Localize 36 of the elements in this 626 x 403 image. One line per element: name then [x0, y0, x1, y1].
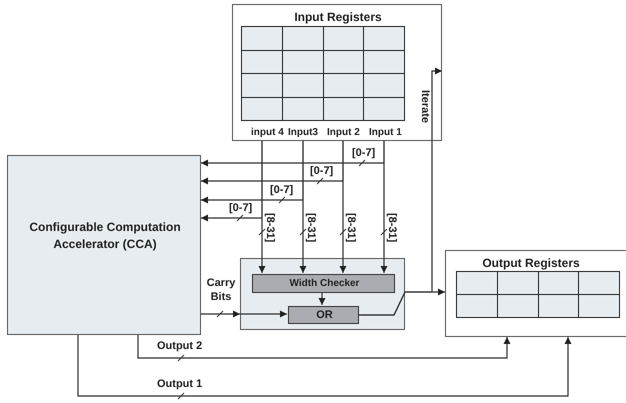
connector-arrow	[77, 335, 572, 397]
connector-arrow	[201, 310, 287, 318]
register-block	[232, 4, 442, 141]
accelerator-box	[7, 155, 201, 335]
edge-label: [0-7]	[310, 165, 334, 177]
connector-arrow	[299, 141, 307, 273]
edge-label: [0-7]	[352, 147, 376, 159]
edge-label: [8-31]	[386, 213, 398, 242]
block-title: Configurable Computation Accelerator (CCA)	[28, 219, 182, 253]
block-title: Input Registers	[293, 10, 383, 24]
process-box	[252, 274, 395, 293]
port-label: Input3	[288, 127, 318, 138]
port-label: Input 1	[369, 127, 402, 138]
edge-label: Output 2	[157, 340, 202, 352]
connector-arrow	[318, 292, 326, 305]
gate-box	[288, 306, 359, 324]
register-block	[445, 250, 626, 337]
edge-label: [8-31]	[264, 213, 276, 242]
edge-label: [0-7]	[229, 202, 252, 214]
connector-arrow	[358, 67, 442, 316]
checker-container	[240, 258, 405, 330]
block-label: Width Checker	[288, 278, 360, 289]
connector-arrow	[380, 141, 388, 273]
edge-label: [8-31]	[305, 213, 317, 242]
edge-label: Output 1	[157, 378, 202, 390]
connector-arrow	[339, 141, 347, 273]
edge-label: [0-7]	[270, 184, 294, 196]
edge-label: Iterate	[419, 90, 431, 124]
connector-arrow	[258, 141, 266, 273]
edge-label: Carry Bits	[206, 276, 236, 305]
edge-label: [8-31]	[345, 213, 357, 242]
connector-arrow	[137, 335, 511, 359]
block-label: OR	[315, 309, 334, 321]
port-label: input 4	[251, 127, 284, 138]
block-title: Output Registers	[481, 256, 581, 270]
port-label: Input 2	[327, 127, 360, 138]
